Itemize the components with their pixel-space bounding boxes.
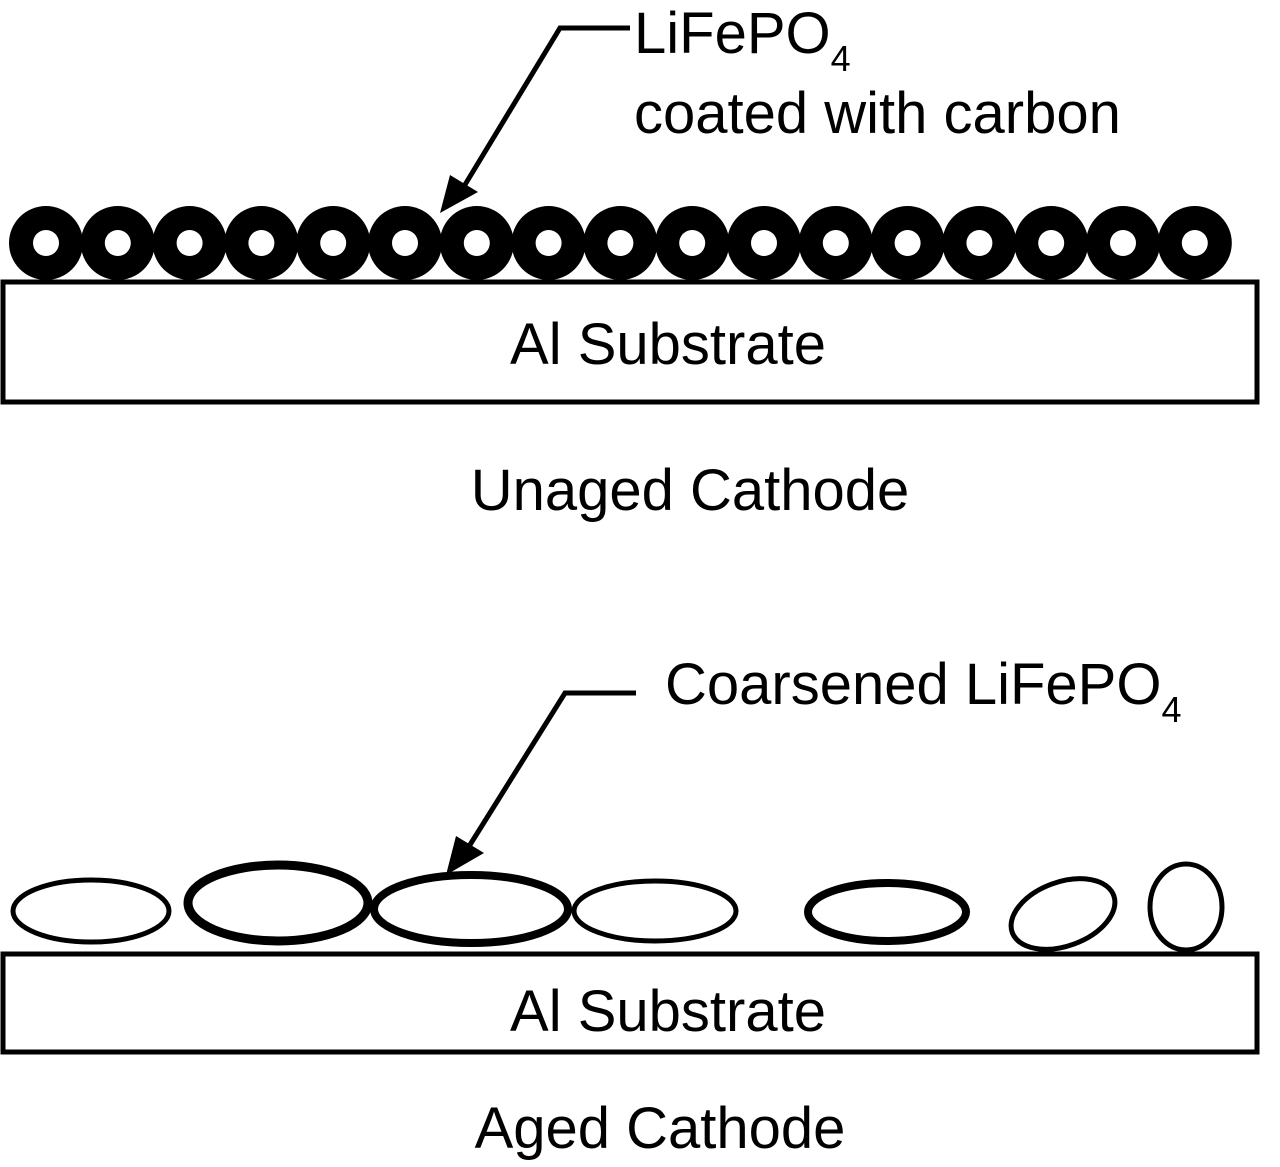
- particle-core: [248, 230, 275, 256]
- particle-core: [392, 230, 418, 256]
- aged-arrowhead: [446, 836, 484, 875]
- unaged-caption: Unaged Cathode: [471, 458, 910, 523]
- carbon-coated-particles: [9, 206, 1232, 280]
- particle-core: [751, 230, 777, 256]
- coarsened-particle: [183, 860, 373, 946]
- aged-callout-line: [465, 690, 636, 850]
- particle-core: [104, 230, 131, 256]
- coarsened-particle: [10, 877, 172, 945]
- coarsened-particle: [571, 878, 739, 944]
- aged-substrate-label: Al Substrate: [510, 979, 826, 1044]
- particle-core: [176, 230, 203, 256]
- unaged-particle-label-line2: coated with carbon: [634, 81, 1121, 146]
- particle-core: [966, 230, 993, 256]
- particle-core: [679, 230, 706, 256]
- coarsened-particle: [1147, 861, 1225, 953]
- aged-cathode: Al Substrate Coarsened LiFePO4 Aged Cath…: [0, 652, 1260, 1161]
- particle-core: [1038, 230, 1065, 256]
- particle-core: [607, 230, 634, 256]
- unaged-al-substrate: [0, 279, 1260, 405]
- unaged-particle-label: LiFePO4: [634, 1, 851, 79]
- particle-core: [535, 230, 562, 256]
- particle-core: [1181, 230, 1208, 256]
- aged-particle-label: Coarsened LiFePO4: [665, 652, 1182, 730]
- coarsened-particles: [10, 860, 1225, 953]
- coarsened-particle: [1008, 876, 1118, 952]
- particle-core: [33, 230, 59, 256]
- coarsened-particle: [804, 879, 970, 945]
- aged-al-substrate: [0, 951, 1260, 1055]
- particle-core: [822, 230, 849, 256]
- aged-caption: Aged Cathode: [475, 1096, 846, 1161]
- unaged-substrate-label: Al Substrate: [510, 312, 826, 377]
- coarsened-particle: [370, 871, 572, 947]
- unaged-callout-line: [460, 25, 630, 190]
- unaged-cathode: Al Substrate LiFePO4 coated with carbon …: [0, 1, 1260, 523]
- particle-core: [894, 230, 921, 256]
- particle-core: [320, 230, 347, 256]
- particle-core: [1110, 230, 1136, 256]
- particle-core: [463, 230, 490, 256]
- unaged-arrowhead: [440, 175, 478, 213]
